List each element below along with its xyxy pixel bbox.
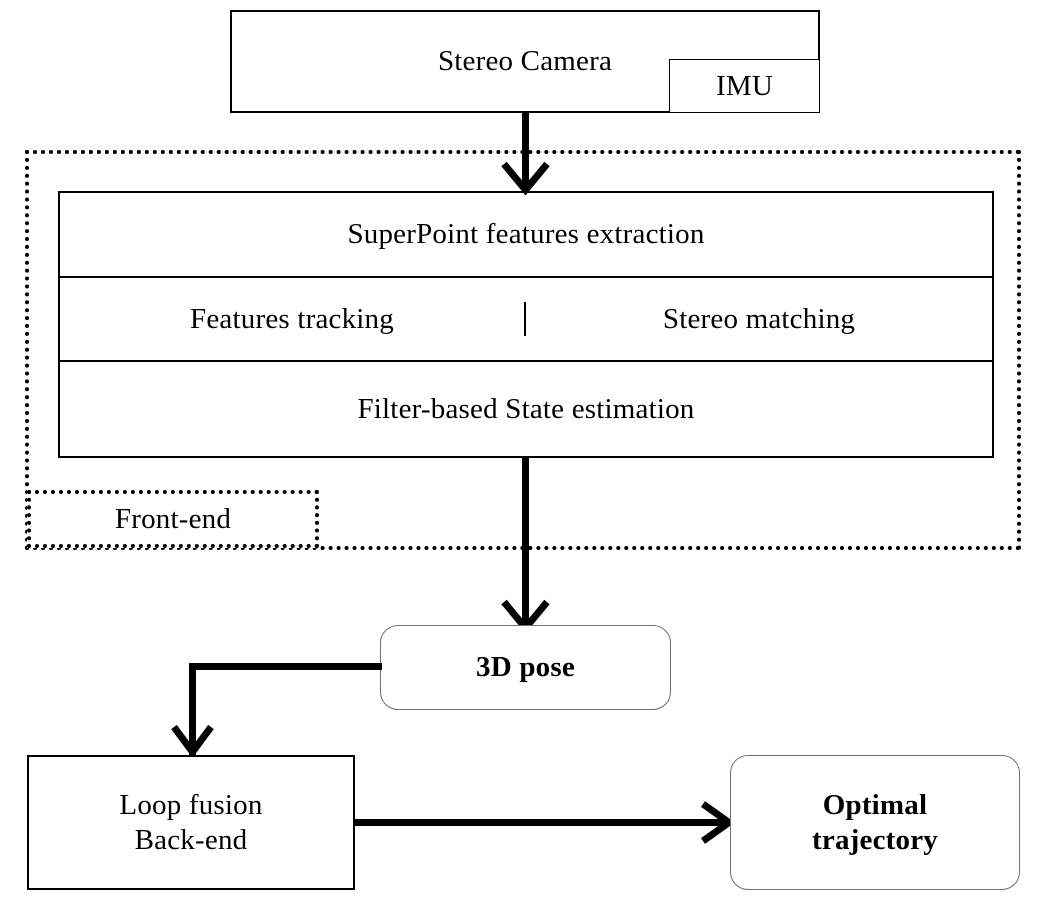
node-state-estimation-label: Filter-based State estimation: [357, 392, 695, 425]
node-loop-fusion-label: Loop fusion Back-end: [119, 789, 263, 856]
edge-camera-to-superpoint-arrowhead: [501, 161, 550, 196]
node-stereo-matching: Stereo matching: [526, 302, 992, 336]
edge-loop-to-trajectory-arrowhead: [700, 801, 736, 844]
edge-pose-to-loop-vertical: [189, 663, 196, 755]
node-features-tracking: Features tracking: [60, 301, 526, 337]
node-imu: IMU: [669, 59, 820, 113]
tracking-matching-row: Features tracking Stereo matching: [60, 278, 992, 362]
edge-camera-to-superpoint-line: [522, 113, 529, 187]
node-loop-fusion: Loop fusion Back-end: [27, 755, 355, 890]
front-end-label: Front-end: [114, 502, 232, 535]
node-state-estimation: Filter-based State estimation: [60, 362, 992, 456]
node-imu-label: IMU: [716, 69, 773, 102]
node-features-tracking-label: Features tracking: [190, 302, 394, 335]
edge-loop-to-trajectory-line: [355, 819, 730, 826]
front-end-label-box: Front-end: [27, 490, 319, 548]
node-stereo-matching-label: Stereo matching: [662, 302, 856, 335]
edge-pose-to-loop-arrowhead: [171, 724, 214, 758]
node-superpoint-label: SuperPoint features extraction: [347, 218, 705, 251]
edge-state-to-pose-line: [522, 458, 529, 625]
node-3d-pose: 3D pose: [380, 625, 671, 710]
edge-pose-to-loop-horizontal: [189, 663, 382, 670]
node-stereo-camera-label: Stereo Camera: [437, 45, 613, 78]
node-optimal-trajectory: Optimal trajectory: [730, 755, 1020, 890]
node-3d-pose-label: 3D pose: [476, 651, 575, 684]
node-optimal-trajectory-label: Optimal trajectory: [812, 789, 938, 856]
front-end-process-stack: SuperPoint features extraction Features …: [58, 191, 994, 458]
node-superpoint: SuperPoint features extraction: [60, 193, 992, 278]
